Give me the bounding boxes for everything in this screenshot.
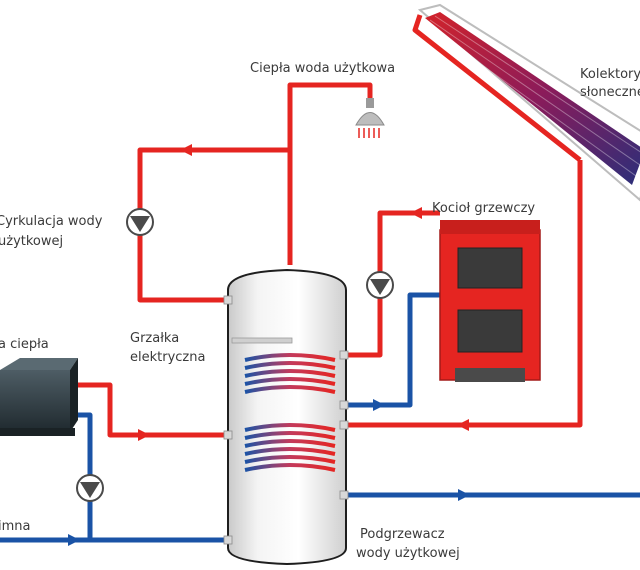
boiler-label: Kocioł grzewczy [432,201,535,216]
solar-collector [417,3,640,202]
pump-icon [76,474,104,502]
electric-heater-label-2: elektryczna [130,350,205,365]
pump-icon [126,208,154,236]
recirculation-label: Cyrkulacja wody [0,214,103,229]
tank-label: Podgrzewacz [360,527,445,542]
flow-arrows [68,144,470,546]
tank-label-2: wody użytkowej [356,546,460,561]
boiler [439,220,541,382]
heat-pump [0,358,78,436]
shower-head-icon [355,98,385,138]
storage-tank [223,268,349,566]
hot-water-label: Ciepła woda użytkowa [250,61,395,76]
solar-collector-label: Kolektory [580,67,640,82]
electric-heater-label: Grzałka [130,331,179,346]
pump-icon [366,271,394,299]
cold-water-label: imna [0,519,30,534]
solar-collector-label-2: słoneczne [580,85,640,100]
recirculation-label-2: użytkowej [0,234,63,249]
heat-pump-label: a ciepła [0,337,49,352]
